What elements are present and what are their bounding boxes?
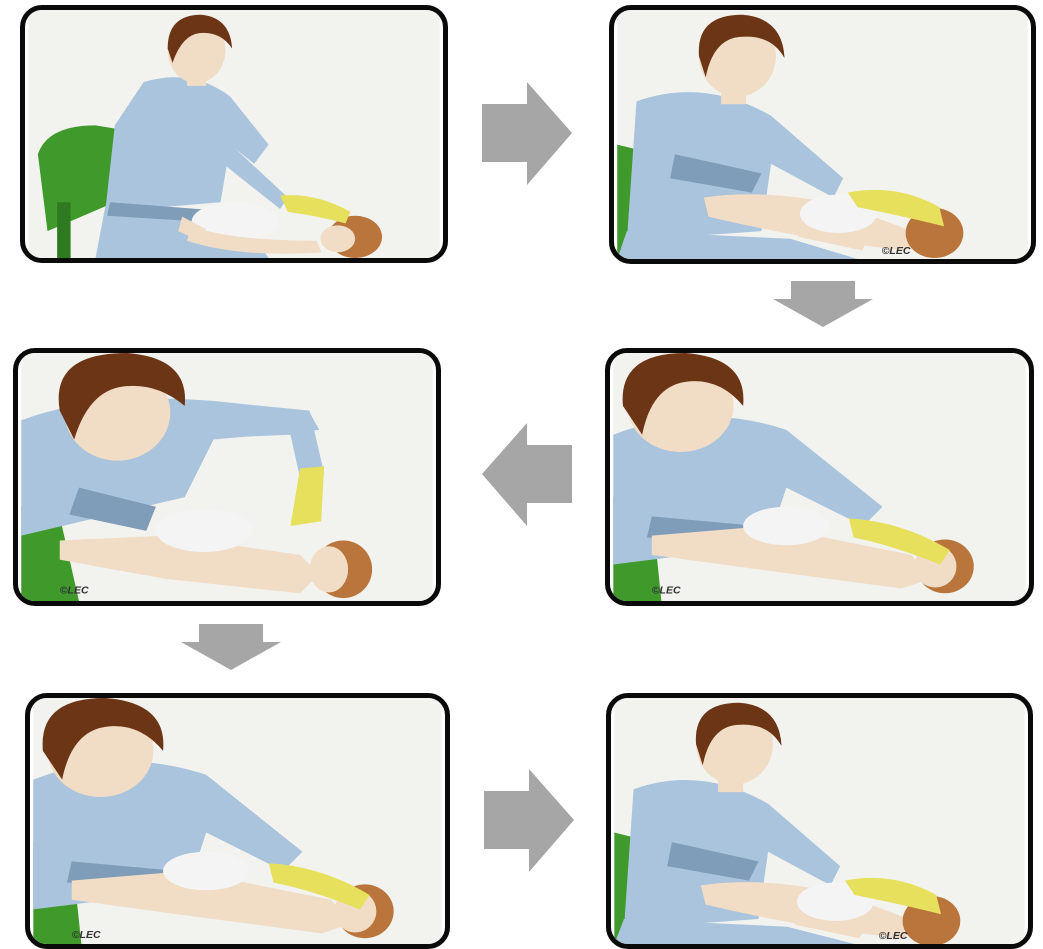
illustration-chest-thrusts: ©LEC [18, 353, 436, 601]
panel-1 [20, 5, 448, 263]
arrow-down-2-3 [773, 281, 873, 327]
copyright-stamp: ©LEC [60, 584, 89, 596]
illustration-turn-infant: ©LEC [30, 698, 445, 944]
panel-5: ©LEC [25, 693, 450, 949]
illustration-back-blows-closeup: ©LEC [611, 698, 1028, 944]
illustration-back-blows [25, 10, 443, 258]
copyright-stamp: ©LEC [882, 245, 911, 257]
panel-4: ©LEC [605, 348, 1034, 606]
arrow-left-3-4 [482, 423, 572, 526]
arrow-right-5-6 [484, 769, 574, 872]
panel-6: ©LEC [606, 693, 1033, 949]
copyright-stamp: ©LEC [72, 929, 101, 941]
panel-3: ©LEC [13, 348, 441, 606]
illustration-back-blows-closeup: ©LEC [614, 10, 1031, 259]
copyright-stamp: ©LEC [879, 930, 908, 942]
illustration-turn-infant: ©LEC [610, 353, 1029, 601]
arrow-right-1-2 [482, 82, 572, 185]
copyright-stamp: ©LEC [652, 584, 681, 596]
arrow-down-4-5 [181, 624, 281, 670]
panel-2: ©LEC [609, 5, 1036, 264]
